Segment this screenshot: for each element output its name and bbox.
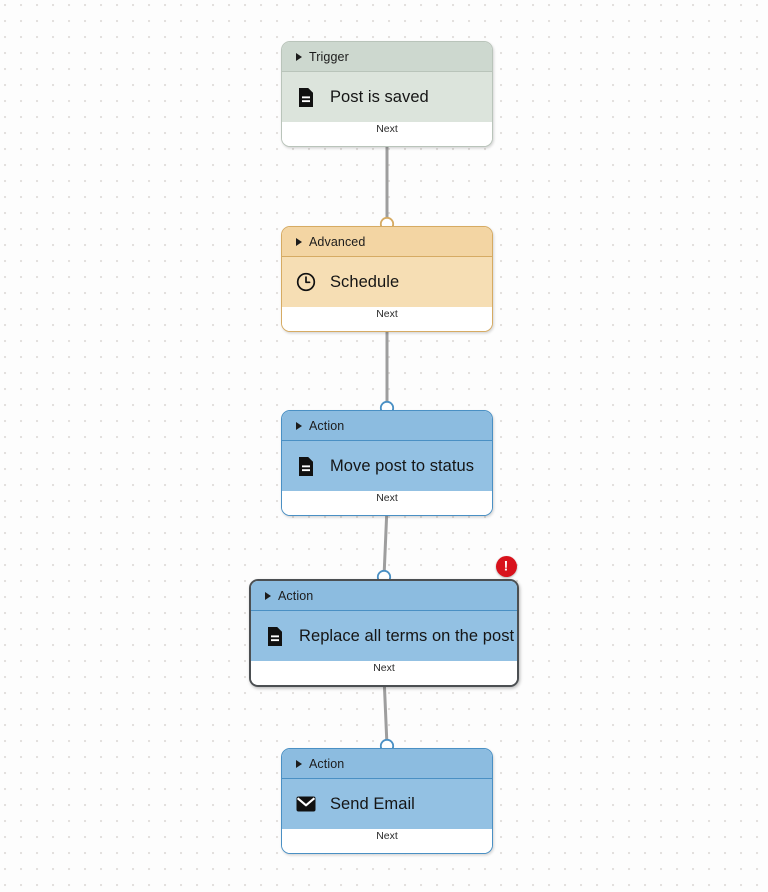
- next-label: Next: [376, 308, 398, 320]
- next-label: Next: [376, 123, 398, 135]
- document-icon: [296, 455, 316, 477]
- expand-caret-icon[interactable]: [296, 421, 302, 430]
- node-kind-label: Action: [309, 418, 345, 433]
- node-footer-next-advanced-schedule[interactable]: Next: [282, 307, 492, 331]
- expand-caret-icon[interactable]: [265, 591, 271, 600]
- node-divider: [282, 778, 492, 779]
- node-divider: [282, 71, 492, 72]
- next-label: Next: [376, 830, 398, 842]
- clock-icon: [296, 271, 316, 293]
- expand-caret-icon[interactable]: [296, 759, 302, 768]
- node-divider: [282, 440, 492, 441]
- node-body-action-replace-all-terms-on-the-post[interactable]: Replace all terms on the post: [251, 611, 517, 661]
- next-label: Next: [376, 492, 398, 504]
- node-header-trigger-post-is-saved[interactable]: Trigger: [282, 42, 492, 71]
- node-title: Send Email: [330, 794, 415, 813]
- node-title: Schedule: [330, 272, 400, 291]
- error-badge-glyph: !: [503, 557, 509, 574]
- node-divider: [251, 610, 517, 611]
- node-kind-label: Action: [309, 756, 345, 771]
- node-footer-next-trigger-post-is-saved[interactable]: Next: [282, 122, 492, 146]
- conn-action-1-to-action-2[interactable]: [382, 505, 389, 579]
- node-body-advanced-schedule[interactable]: Schedule: [282, 257, 492, 307]
- node-footer-next-action-move-post-to-status[interactable]: Next: [282, 491, 492, 515]
- node-title: Post is saved: [330, 87, 429, 106]
- node-body-action-send-email[interactable]: Send Email: [282, 779, 492, 829]
- node-title: Move post to status: [330, 456, 475, 475]
- error-badge[interactable]: !: [495, 555, 517, 577]
- node-kind-label: Trigger: [309, 49, 349, 64]
- node-header-advanced-schedule[interactable]: Advanced: [282, 227, 492, 256]
- expand-caret-icon[interactable]: [296, 237, 302, 246]
- node-body-trigger-post-is-saved[interactable]: Post is saved: [282, 72, 492, 122]
- node-footer-next-action-replace-all-terms-on-the-post[interactable]: Next: [251, 661, 517, 685]
- next-label: Next: [373, 662, 395, 674]
- node-kind-label: Action: [278, 588, 314, 603]
- node-body-action-move-post-to-status[interactable]: Move post to status: [282, 441, 492, 491]
- node-header-action-move-post-to-status[interactable]: Action: [282, 411, 492, 440]
- node-title: Replace all terms on the post: [299, 626, 515, 645]
- document-icon: [265, 625, 285, 647]
- document-icon: [296, 86, 316, 108]
- node-divider: [282, 256, 492, 257]
- node-kind-label: Advanced: [309, 234, 366, 249]
- node-footer-next-action-send-email[interactable]: Next: [282, 829, 492, 853]
- expand-caret-icon[interactable]: [296, 52, 302, 61]
- node-header-action-send-email[interactable]: Action: [282, 749, 492, 778]
- envelope-icon: [296, 793, 316, 815]
- node-header-action-replace-all-terms-on-the-post[interactable]: Action: [251, 581, 517, 610]
